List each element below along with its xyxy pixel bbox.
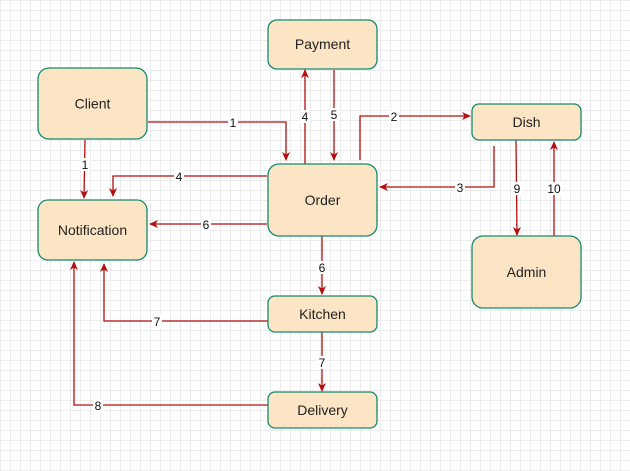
node-delivery-label: Delivery <box>297 402 348 418</box>
node-admin[interactable]: Admin <box>471 235 582 309</box>
edge-label-kitchen-notification: 7 <box>154 315 161 329</box>
node-delivery[interactable]: Delivery <box>267 391 378 429</box>
edge-kitchen-notification[interactable] <box>100 263 268 322</box>
edge-label-order-dish: 2 <box>391 110 398 124</box>
edge-order-notification-4[interactable] <box>109 175 267 197</box>
edge-label-order-kitchen: 6 <box>319 261 326 275</box>
edge-label-kitchen-delivery: 7 <box>319 356 326 370</box>
node-admin-label: Admin <box>507 264 547 280</box>
node-payment-label: Payment <box>295 36 350 52</box>
edge-label-dish-admin: 9 <box>514 182 521 196</box>
edge-label-dish-order: 3 <box>457 181 464 195</box>
node-client[interactable]: Client <box>37 67 148 140</box>
edge-order-dish[interactable] <box>359 112 471 160</box>
node-dish[interactable]: Dish <box>471 103 582 141</box>
edge-label-client-order: 1 <box>230 116 237 130</box>
node-notification-label: Notification <box>58 222 127 238</box>
edge-delivery-notification[interactable] <box>70 261 268 406</box>
edge-label-order-notification-4: 4 <box>176 170 183 184</box>
node-order-label: Order <box>305 192 341 208</box>
edge-label-order-payment: 4 <box>302 110 309 124</box>
edge-label-payment-order: 5 <box>331 108 338 122</box>
node-kitchen[interactable]: Kitchen <box>267 295 378 333</box>
node-kitchen-label: Kitchen <box>299 306 346 322</box>
node-client-label: Client <box>75 96 111 112</box>
edge-label-delivery-notification: 8 <box>95 399 102 413</box>
edge-client-order[interactable] <box>148 121 290 161</box>
node-dish-label: Dish <box>512 114 540 130</box>
edge-dish-order[interactable] <box>379 146 495 191</box>
node-notification[interactable]: Notification <box>37 199 148 261</box>
edge-label-client-notification: 1 <box>82 158 89 172</box>
edge-label-order-notification-6: 6 <box>203 218 210 232</box>
edge-label-admin-dish: 10 <box>547 182 561 196</box>
node-order[interactable]: Order <box>267 163 378 237</box>
node-payment[interactable]: Payment <box>267 19 378 70</box>
